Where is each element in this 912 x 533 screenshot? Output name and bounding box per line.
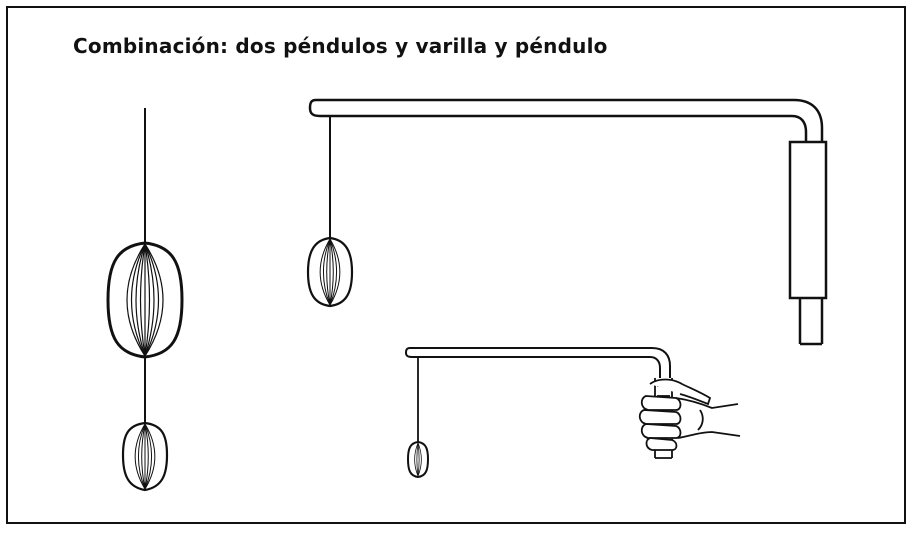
- bob-rib: [144, 243, 151, 357]
- small-bob: [121, 421, 169, 492]
- bob-rib: [134, 423, 146, 490]
- bob-rib: [329, 238, 334, 306]
- bob-rib: [414, 442, 419, 477]
- double-pendulum: [106, 108, 184, 492]
- bob-rib: [329, 238, 341, 306]
- bob-rib: [144, 423, 149, 490]
- bob-rib: [416, 442, 419, 477]
- bob-rib: [144, 243, 159, 357]
- figure-title: Combinación: dos péndulos y varilla y pé…: [73, 34, 608, 58]
- bob-rib: [139, 243, 146, 357]
- bob-rib: [417, 442, 422, 477]
- bob-rib: [144, 243, 155, 357]
- hand: [638, 378, 741, 451]
- bob-rib: [144, 243, 164, 357]
- bob-rib: [326, 238, 331, 306]
- bob-rib: [323, 238, 331, 306]
- bob-rib: [144, 423, 156, 490]
- bob-rib: [144, 423, 152, 490]
- bob-rib: [138, 423, 146, 490]
- bob-rib: [131, 243, 146, 357]
- figure-frame: [6, 6, 906, 524]
- hand-held-rod-pendulum: [404, 347, 741, 479]
- bob-rib: [126, 243, 146, 357]
- large-rod-pendulum: [306, 98, 828, 346]
- bob-rib: [135, 243, 146, 357]
- large-rod: [308, 98, 824, 142]
- large-rod-bob: [306, 236, 354, 308]
- small-rod: [404, 347, 671, 378]
- bob-rib: [319, 238, 331, 306]
- bob-rib: [141, 423, 146, 490]
- bob-rib: [329, 238, 337, 306]
- small-rod-bob: [406, 440, 430, 479]
- large-rod-handle: [788, 140, 828, 346]
- bob-rib: [417, 442, 420, 477]
- large-bob: [106, 241, 184, 359]
